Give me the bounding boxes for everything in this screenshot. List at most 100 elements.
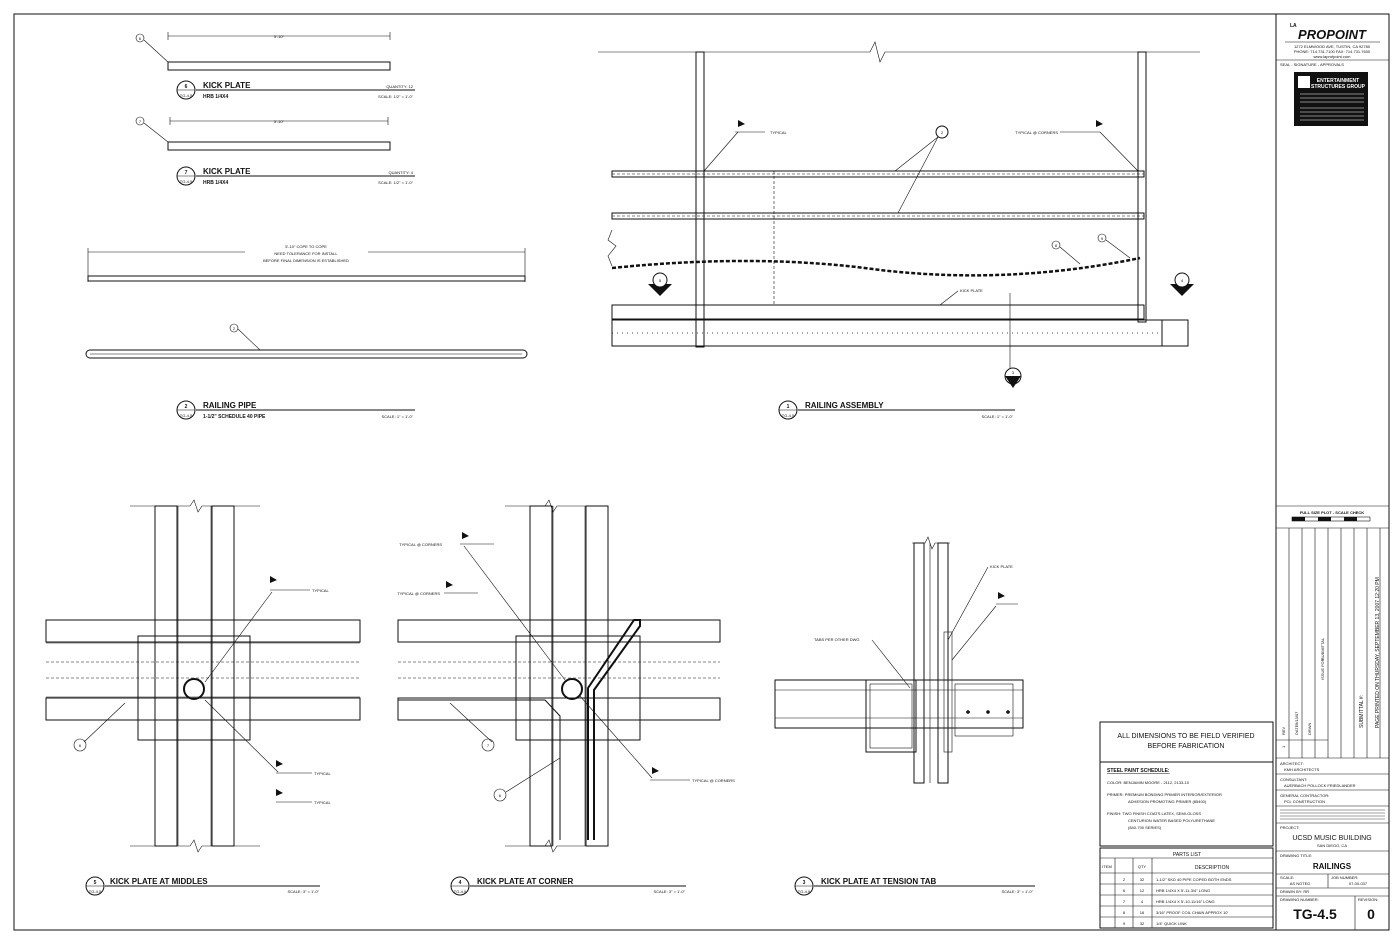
svg-text:QUANTITY: 12: QUANTITY: 12	[386, 84, 413, 89]
svg-text:TYPICAL @ CORNERS: TYPICAL @ CORNERS	[397, 591, 440, 596]
svg-text:TG-4.5: TG-4.5	[782, 413, 795, 418]
detail-7-title: KICK PLATE	[203, 167, 251, 176]
svg-text:ISSUE FOR: ISSUE FOR	[1320, 658, 1325, 680]
svg-text:7: 7	[185, 170, 188, 176]
svg-text:CONSULTANT:: CONSULTANT:	[1280, 777, 1307, 782]
svg-text:BEFORE FINAL DIMENSION IS ESTA: BEFORE FINAL DIMENSION IS ESTABLISHED	[263, 258, 349, 263]
svg-text:COLOR: BENJAMIN MOORE - 2112,: COLOR: BENJAMIN MOORE - 2112, 2133-10	[1107, 780, 1190, 785]
svg-text:CENTURION WATER BASED POLYURET: CENTURION WATER BASED POLYURETHANE	[1128, 818, 1215, 823]
svg-text:KMH ARCHITECTS: KMH ARCHITECTS	[1284, 767, 1320, 772]
svg-text:SCALE: 3" = 1'-0": SCALE: 3" = 1'-0"	[1001, 889, 1033, 894]
svg-text:TYPICAL: TYPICAL	[770, 130, 787, 135]
svg-text:ADHESION PROMOTING PRIMER (854: ADHESION PROMOTING PRIMER (85400)	[1128, 799, 1207, 804]
drawing-number: TG-4.5	[1293, 906, 1337, 922]
svg-text:1-1/2" SCHEDULE 40 PIPE: 1-1/2" SCHEDULE 40 PIPE	[203, 414, 266, 420]
field-verify-line-1: ALL DIMENSIONS TO BE FIELD VERIFIED	[1117, 733, 1254, 740]
svg-text:SCALE: 1/2" = 1'-0": SCALE: 1/2" = 1'-0"	[378, 180, 413, 185]
svg-text:2: 2	[941, 130, 944, 135]
svg-text:DRAWN BY: RR: DRAWN BY: RR	[1280, 889, 1309, 894]
detail-3-kick-plate-tension-tab: KICK PLATE TABS PER OTHER DWG 3 TG-4.5 K…	[774, 536, 1035, 896]
svg-text:TG-4.5: TG-4.5	[180, 179, 193, 184]
svg-text:PCL CONSTRUCTION: PCL CONSTRUCTION	[1284, 799, 1325, 804]
svg-text:2: 2	[233, 326, 236, 331]
svg-text:1: 1	[787, 404, 790, 410]
svg-text:3: 3	[803, 880, 806, 886]
svg-text:1272 ELMWOOD AVE, TUSTIN, CA 9: 1272 ELMWOOD AVE, TUSTIN, CA 92780	[1294, 44, 1371, 49]
svg-text:DRAWING NUMBER:: DRAWING NUMBER:	[1280, 897, 1319, 902]
svg-text:6: 6	[499, 793, 502, 798]
svg-text:TYPICAL: TYPICAL	[314, 800, 331, 805]
svg-text:6: 6	[79, 743, 82, 748]
svg-text:8: 8	[1123, 910, 1126, 915]
sheet-border	[13, 13, 1390, 931]
svg-text:07-00-037: 07-00-037	[1349, 881, 1368, 886]
svg-text:DRWN: DRWN	[1307, 723, 1312, 735]
svg-text:9/13/07: 9/13/07	[1294, 711, 1299, 725]
svg-text:7: 7	[139, 119, 142, 124]
svg-text:AS NOTED: AS NOTED	[1290, 881, 1311, 886]
svg-text:TYPICAL @ CORNERS: TYPICAL @ CORNERS	[692, 778, 735, 783]
svg-text:PRIMER: PREMIUM BONDING PRIMER: PRIMER: PREMIUM BONDING PRIMER INTERIOR/…	[1107, 792, 1222, 797]
field-verify-line-2: BEFORE FABRICATION	[1148, 743, 1225, 750]
logo-prefix: LA	[1290, 23, 1297, 29]
svg-text:TYPICAL: TYPICAL	[314, 771, 331, 776]
detail-7-kick-plate: 5'-10" 7 7 TG-4.5 KICK PLATE HRB 1/4X4 Q…	[135, 116, 415, 186]
svg-text:32: 32	[1140, 921, 1145, 926]
svg-text:16: 16	[1140, 910, 1145, 915]
svg-text:PROJECT:: PROJECT:	[1280, 825, 1299, 830]
svg-text:HRB 1/4X4 X 5'-11-3/4" LONG: HRB 1/4X4 X 5'-11-3/4" LONG	[1156, 888, 1210, 893]
svg-text:SCALE:: SCALE:	[1280, 875, 1294, 880]
svg-text:9: 9	[1101, 236, 1104, 241]
svg-text:8: 8	[1055, 243, 1058, 248]
detail-5-title: KICK PLATE AT MIDDLES	[110, 877, 208, 886]
svg-text:TYPICAL @ CORNERS: TYPICAL @ CORNERS	[399, 542, 442, 547]
svg-text:SCALE: 1/2" = 1'-0": SCALE: 1/2" = 1'-0"	[378, 94, 413, 99]
svg-text:KICK PLATE: KICK PLATE	[990, 564, 1013, 569]
svg-text:TYPICAL @ CORNERS: TYPICAL @ CORNERS	[1015, 130, 1058, 135]
svg-text:ITEM: ITEM	[1102, 864, 1112, 869]
svg-text:1/4" QUICK LINK: 1/4" QUICK LINK	[1156, 921, 1187, 926]
svg-text:5: 5	[94, 880, 97, 886]
svg-text:PHONE: 714.731.7100 FAX: 714.: PHONE: 714.731.7100 FAX: 714.731.7600	[1294, 49, 1371, 54]
kick-plate-6-dim: 5'-10"	[274, 34, 285, 39]
svg-text:DESCRIPTION: DESCRIPTION	[1195, 865, 1230, 871]
svg-text:ENTERTAINMENT: ENTERTAINMENT	[1317, 78, 1359, 84]
svg-text:KICK PLATE: KICK PLATE	[960, 288, 983, 293]
svg-text:HRB 1/4X4: HRB 1/4X4	[203, 94, 229, 100]
svg-text:SEAL - SIGNATURE - APPROVALS: SEAL - SIGNATURE - APPROVALS	[1280, 62, 1344, 67]
drawing-title: RAILINGS	[1313, 862, 1352, 871]
svg-text:1: 1	[1281, 745, 1286, 748]
svg-text:SCALE: 1" = 1'-0": SCALE: 1" = 1'-0"	[381, 414, 413, 419]
svg-text:QTY: QTY	[1138, 864, 1147, 869]
svg-text:DATE: DATE	[1294, 724, 1299, 735]
svg-text:DRAWING TITLE:: DRAWING TITLE:	[1280, 853, 1312, 858]
company-logo: PROPOINT	[1298, 27, 1367, 42]
svg-text:TG-4.5: TG-4.5	[180, 413, 193, 418]
svg-text:6: 6	[139, 36, 142, 41]
svg-text:SCALE: 3" = 1'-0": SCALE: 3" = 1'-0"	[287, 889, 319, 894]
title-block: LA PROPOINT 1272 ELMWOOD AVE, TUSTIN, CA…	[1275, 14, 1389, 930]
svg-text:ARCHITECT:: ARCHITECT:	[1280, 761, 1304, 766]
svg-text:QUANTITY: 4: QUANTITY: 4	[389, 170, 414, 175]
callout-6-bubble	[135, 33, 145, 43]
svg-text:(840-700 SERIES): (840-700 SERIES)	[1128, 825, 1162, 830]
svg-text:SUBMITTAL: SUBMITTAL	[1320, 637, 1325, 660]
project-name: UCSD MUSIC BUILDING	[1292, 835, 1371, 842]
svg-text:STRUCTURES GROUP: STRUCTURES GROUP	[1311, 84, 1366, 90]
parts-row-1-desc: 1-1/2" SKD 40 PIPE COPED BOTH ENDS	[1156, 877, 1232, 882]
svg-text:SCALE: 3" = 1'-0": SCALE: 3" = 1'-0"	[653, 889, 685, 894]
svg-text:FINISH: TWO FINISH COATS LATEX: FINISH: TWO FINISH COATS LATEX, SEMI-GLO…	[1107, 811, 1201, 816]
svg-text:12: 12	[1140, 888, 1145, 893]
parts-list: PARTS LIST ITEM QTY DESCRIPTION 2 32 1-1…	[1099, 847, 1274, 929]
parts-row-1-qty: 32	[1140, 877, 1145, 882]
svg-text:6: 6	[185, 84, 188, 90]
notes-box: ALL DIMENSIONS TO BE FIELD VERIFIED BEFO…	[1099, 721, 1274, 847]
svg-text:4: 4	[1141, 899, 1144, 904]
svg-text:5'-10": 5'-10"	[274, 119, 285, 124]
svg-text:TG-4.5: TG-4.5	[180, 93, 193, 98]
detail-3-title: KICK PLATE AT TENSION TAB	[821, 877, 936, 886]
svg-text:5'-10" COPE TO COPE: 5'-10" COPE TO COPE	[285, 244, 327, 249]
detail-6-title: KICK PLATE	[203, 81, 251, 90]
